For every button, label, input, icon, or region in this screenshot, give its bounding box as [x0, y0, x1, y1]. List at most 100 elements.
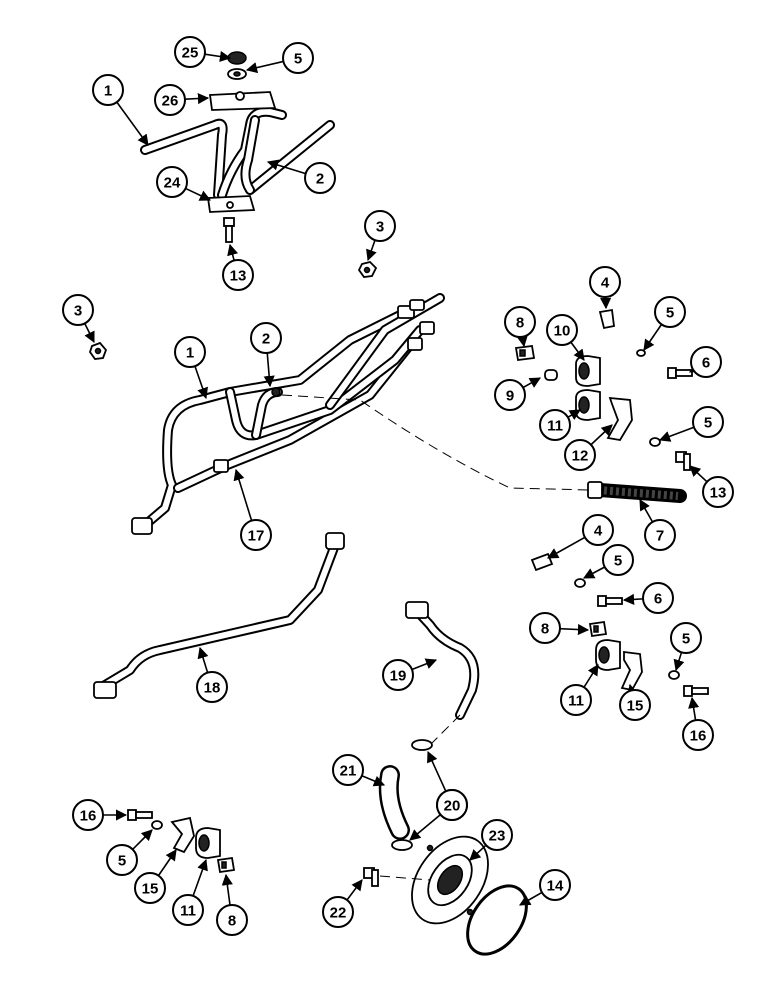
- callout-8: 8: [216, 904, 248, 936]
- callout-13: 13: [222, 259, 254, 291]
- callout-number: 11: [547, 418, 563, 435]
- callout-number: 8: [516, 315, 524, 332]
- callout-leader: [184, 92, 210, 105]
- callout-leader: [622, 593, 644, 605]
- callout-leader: [197, 646, 209, 673]
- callout-2: 2: [304, 162, 336, 194]
- callout-3: 3: [364, 210, 396, 242]
- callout-leader: [522, 377, 541, 389]
- callout-number: 13: [710, 485, 727, 502]
- nut-3-left: [89, 341, 108, 360]
- callout-24: 24: [156, 166, 188, 198]
- callout-number: 5: [682, 631, 690, 648]
- bolt-16-left: [127, 809, 153, 821]
- callout-4: 4: [589, 266, 621, 298]
- callout-leader: [639, 499, 654, 523]
- right-clamp-lower: [530, 552, 709, 697]
- callout-circle: [692, 406, 724, 438]
- callout-14: 14: [539, 869, 571, 901]
- callout-4: 4: [582, 514, 614, 546]
- bolt-22-dashed-line: [379, 875, 431, 881]
- callout-number: 3: [376, 219, 384, 236]
- callout-1: 1: [92, 74, 124, 106]
- callout-number: 19: [390, 668, 407, 685]
- callout-8: 8: [529, 612, 561, 644]
- callout-number: 17: [248, 528, 265, 545]
- callout-circle: [72, 799, 104, 831]
- callout-16: 16: [682, 719, 714, 751]
- main-tube-fittings: [131, 299, 435, 535]
- callout-number: 20: [444, 798, 461, 815]
- callout-circle: [154, 84, 186, 116]
- callout-number: 22: [330, 905, 347, 922]
- top-tube-2: [217, 106, 335, 200]
- callout-number: 23: [489, 828, 506, 845]
- callout-5: 5: [692, 406, 724, 438]
- callout-number: 18: [204, 680, 221, 697]
- callout-number: 9: [506, 388, 514, 405]
- routing-dashed-line: [281, 394, 591, 491]
- lower-clamp-plate: [206, 195, 256, 213]
- callout-number: 5: [614, 553, 622, 570]
- callout-17: 17: [240, 519, 272, 551]
- bolt-16-right: [683, 685, 709, 697]
- callout-leader: [366, 239, 377, 262]
- callout-leader: [192, 858, 208, 897]
- callout-leader: [547, 536, 586, 559]
- callout-number: 13: [230, 268, 247, 285]
- callout-circle: [106, 844, 138, 876]
- callout-circle: [134, 872, 166, 904]
- callout-11: 11: [539, 409, 571, 441]
- callout-circle: [250, 322, 282, 354]
- callout-leader: [658, 426, 695, 442]
- callout-leader: [583, 664, 599, 688]
- callout-circle: [494, 379, 526, 411]
- callout-circle: [174, 36, 206, 68]
- callout-number: 15: [627, 698, 644, 715]
- bottom-left-clamp: [127, 809, 236, 874]
- callout-circle: [240, 519, 272, 551]
- callout-number: 4: [594, 523, 603, 540]
- callout-leader: [346, 879, 363, 901]
- callout-circle: [539, 869, 571, 901]
- callout-circle: [436, 789, 468, 821]
- callout-leader: [583, 566, 606, 579]
- callout-circle: [560, 684, 592, 716]
- callout-circle: [619, 689, 651, 721]
- callout-number: 8: [541, 621, 549, 638]
- hose-21: [378, 765, 410, 840]
- callout-number: 3: [74, 303, 82, 320]
- callout-leader: [185, 187, 212, 201]
- callout-9: 9: [494, 379, 526, 411]
- callout-leader: [409, 813, 441, 841]
- callout-11: 11: [560, 684, 592, 716]
- callout-circle: [156, 166, 188, 198]
- bolt-6-upper: [667, 367, 693, 379]
- callout-leader: [233, 468, 253, 521]
- callout-number: 7: [656, 528, 664, 545]
- callout-leader: [116, 101, 149, 146]
- callout-circle: [642, 582, 674, 614]
- callout-number: 8: [228, 913, 236, 930]
- callout-18: 18: [196, 671, 228, 703]
- callout-number: 25: [182, 45, 199, 62]
- callout-number: 11: [180, 903, 196, 920]
- callout-leader: [411, 658, 438, 671]
- callout-5: 5: [602, 544, 634, 576]
- callout-6: 6: [642, 582, 674, 614]
- main-tube-bundle: [140, 293, 445, 530]
- callout-5: 5: [654, 296, 686, 328]
- callout-circle: [644, 519, 676, 551]
- top-bolt: [223, 217, 235, 243]
- callout-circle: [62, 294, 94, 326]
- callout-leader: [590, 424, 613, 446]
- nut-3-right: [357, 261, 378, 278]
- callout-leader: [570, 341, 585, 361]
- callout-circle: [582, 514, 614, 546]
- clip-20-upper: [411, 739, 433, 751]
- callout-circle: [481, 819, 513, 851]
- callout-circle: [589, 266, 621, 298]
- callout-leader: [673, 652, 685, 672]
- clip-20-lower: [391, 839, 413, 851]
